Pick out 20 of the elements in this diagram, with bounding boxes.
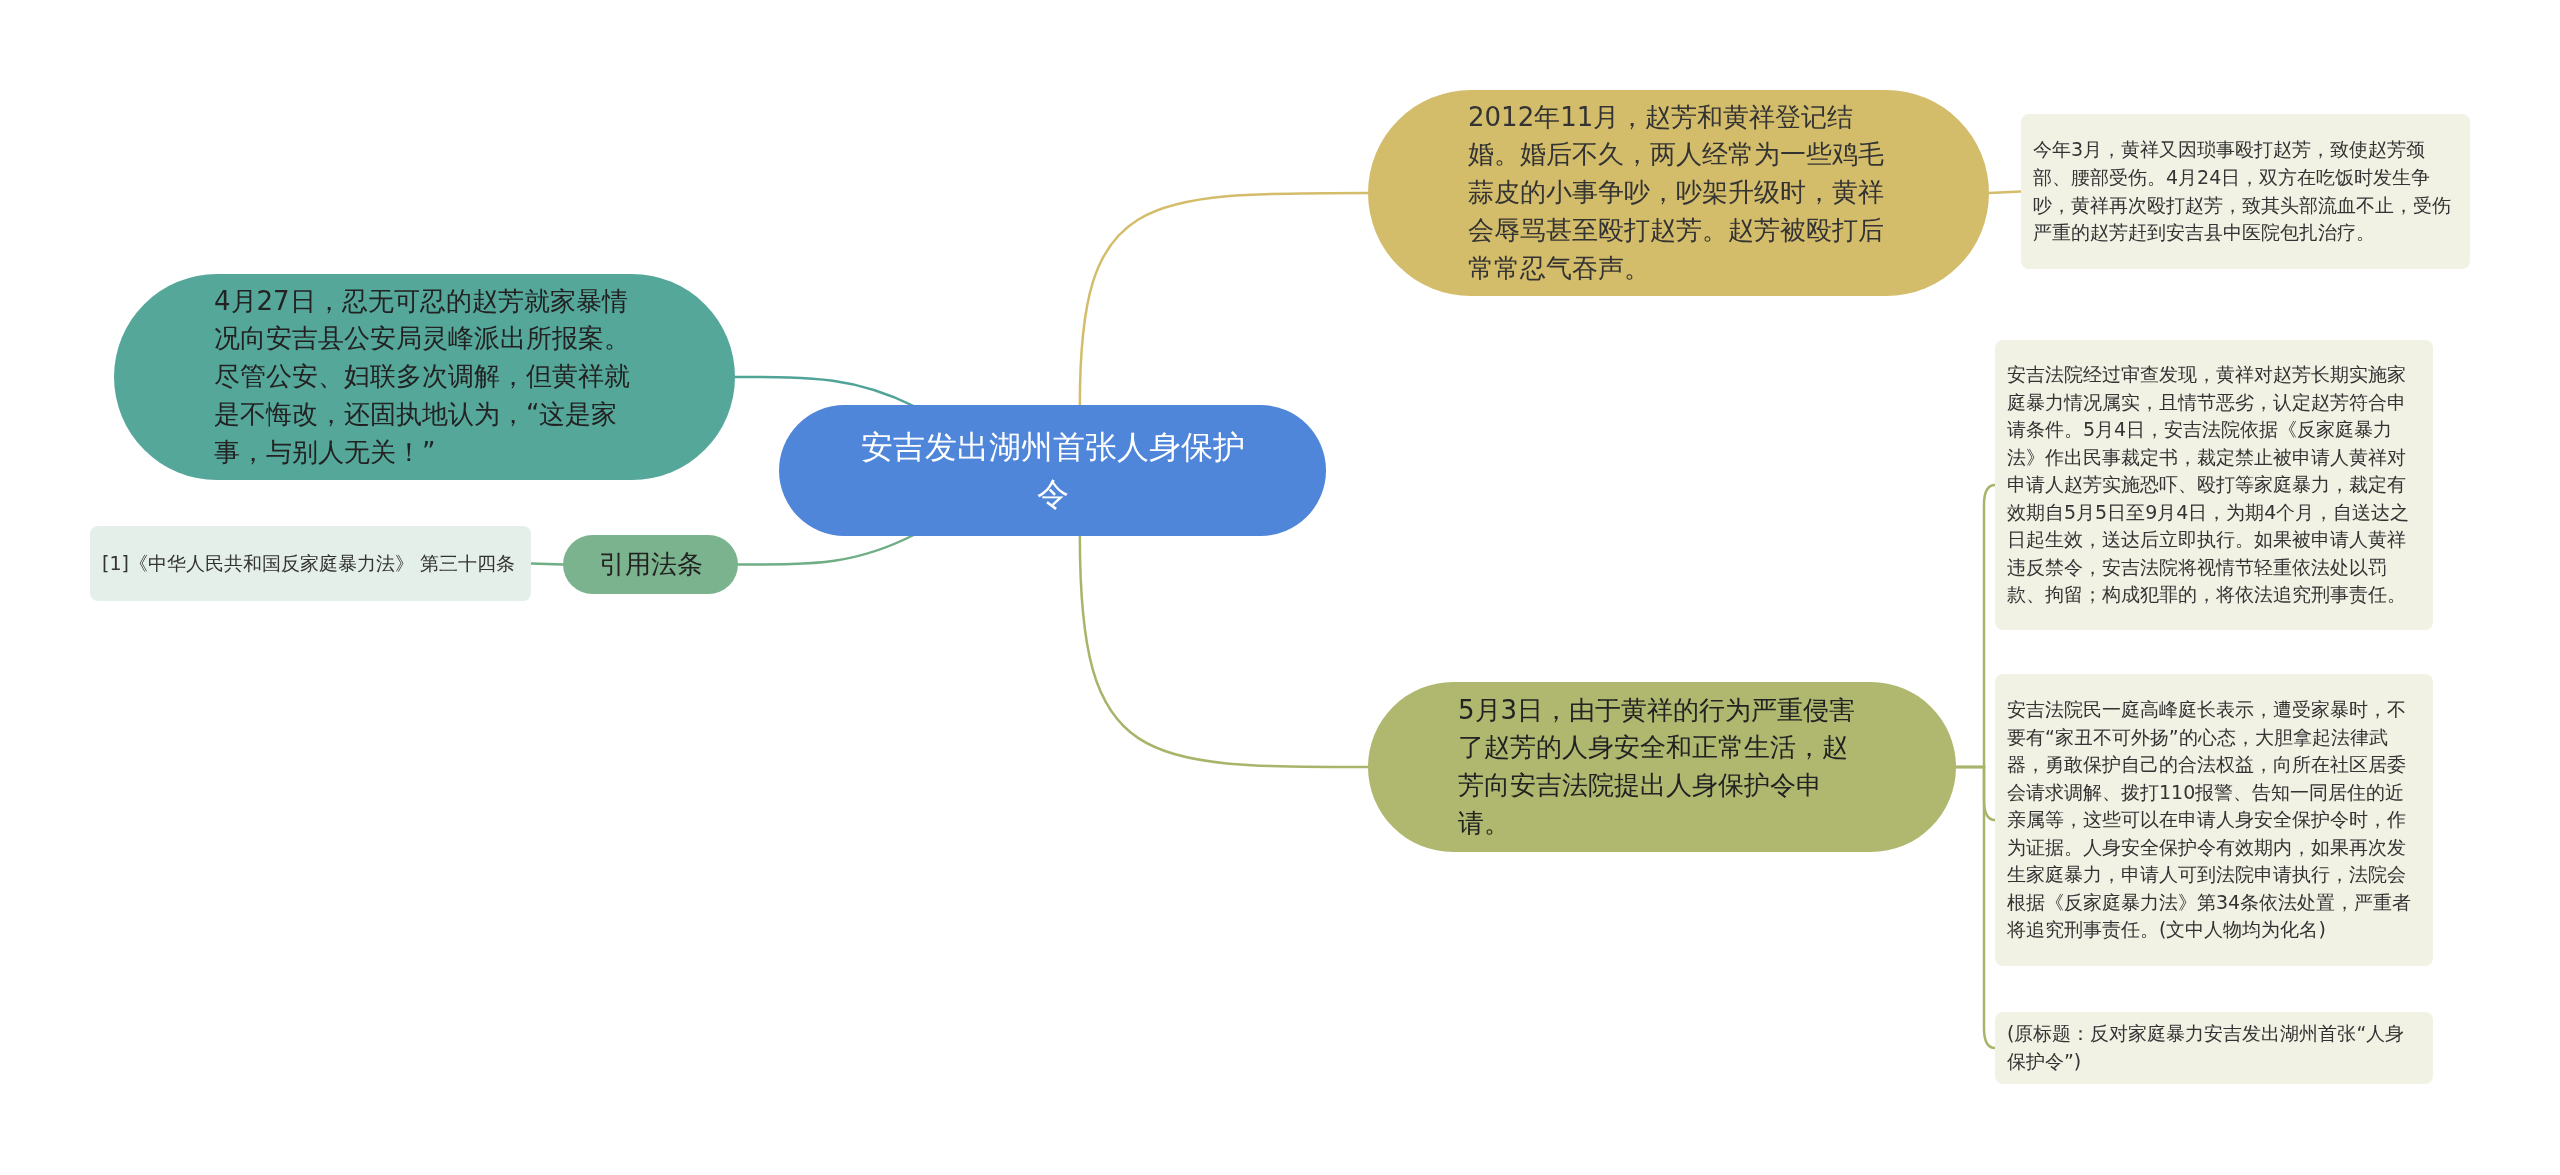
node-text: 4月27日，忍无可忍的赵芳就家暴情况向安吉县公安局灵峰派出所报案。尽管公安、妇联多次调解，但黄祥就是不悔改，还固执地认为，“这是家事，与别人无关！” bbox=[214, 284, 631, 469]
connector-line bbox=[1956, 765, 1996, 1050]
node-text: 安吉发出湖州首张人身保护令 bbox=[859, 427, 1246, 515]
node-text: 今年3月，黄祥又因琐事殴打赵芳，致使赵芳颈部、腰部受伤。4月24日，双方在吃饭时发生争吵，黄祥再次殴打赵芳，致其头部流血不止，受伤严重的赵芳赶到安吉县中医院包扎治疗。 bbox=[2033, 137, 2452, 246]
note-card bbox=[1995, 1012, 2433, 1084]
note-card bbox=[2021, 114, 2470, 269]
note-card bbox=[1995, 674, 2433, 966]
connector-line bbox=[1078, 191, 1368, 406]
connector-line bbox=[530, 562, 564, 566]
note-card bbox=[90, 526, 531, 601]
connector-line bbox=[1078, 535, 1368, 769]
connector-line bbox=[1988, 190, 2022, 195]
node-text: 引用法条 bbox=[598, 547, 703, 581]
node-text: 2012年11月，赵芳和黄祥登记结婚。婚后不久，两人经常为一些鸡毛蒜皮的小事争吵，吵架升级时，黄祥会辱骂甚至殴打赵芳。赵芳被殴打后常常忍气吞声。 bbox=[1468, 100, 1885, 285]
node-text: 安吉法院民一庭高峰庭长表示，遭受家暴时，不要有“家丑不可外扬”的心态，大胆拿起法律武器，勇敢保护自己的合法权益，向所在社区居委会请求调解、拨打110报警、告知一同居住的近亲属等，这些可以在申请人身安全保护令时，作为证据。人身安全保护令有效期内，如果再次发生家庭暴力，申请人可到法院申请执行，法院会根据《反家庭暴力法》第34条依法处置，严重者将追究刑事责任。(文中人物均为化名) bbox=[2007, 697, 2413, 943]
node-text: (原标题：反对家庭暴力安吉发出湖州首张“人身保护令”) bbox=[2007, 1021, 2406, 1074]
node-text: [1]《中华人民共和国反家庭暴力法》 第三十四条 bbox=[102, 550, 515, 576]
note-card bbox=[1995, 340, 2433, 630]
node-text: 5月3日，由于黄祥的行为严重侵害了赵芳的人身安全和正常生活，赵芳向安吉法院提出人身保护令申请。 bbox=[1458, 693, 1857, 840]
node-text: 安吉法院经过审查发现，黄祥对赵芳长期实施家庭暴力情况属实，且情节恶劣，认定赵芳符合申请条件。5月4日，安吉法院依据《反家庭暴力法》作出民事裁定书，裁定禁止被申请人黄祥对申请人赵芳实施恐吓、殴打等家庭暴力，裁定有效期自5月5日至9月4日，为期4个月，自送达之日起生效，送达后立即执行。如果被申请人黄祥违反禁令，安吉法院将视情节轻重依法处以罚款、拘留；构成犯罪的，将依法追究刑事责任。 bbox=[2007, 362, 2411, 608]
